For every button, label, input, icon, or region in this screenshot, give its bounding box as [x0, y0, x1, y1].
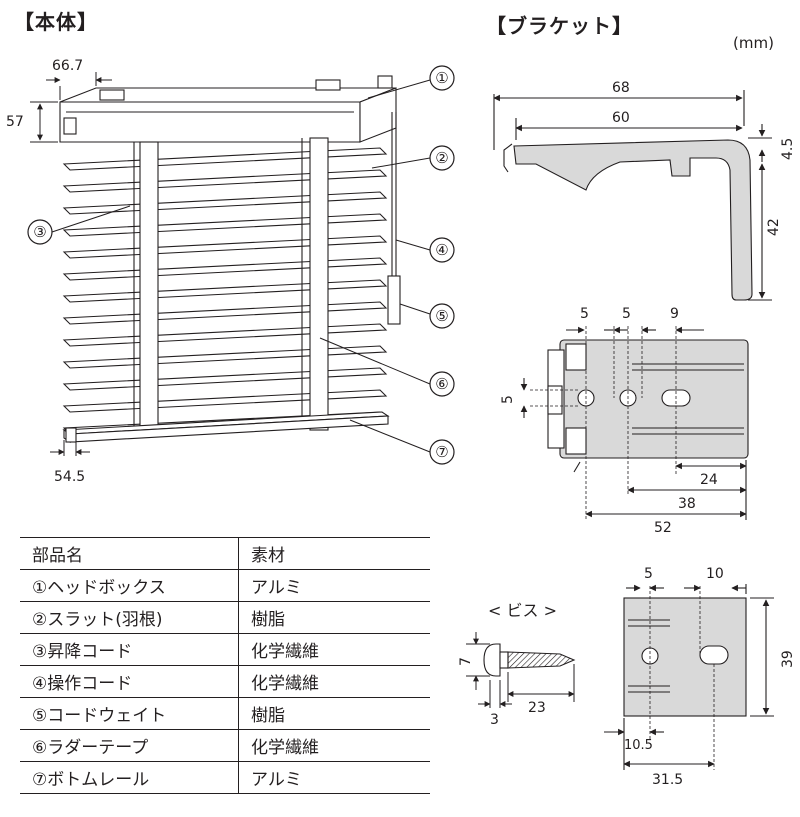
- bracket-top-view: [520, 326, 749, 520]
- headbox: [59, 75, 397, 143]
- part-name-cell: ⑦ボトムレール: [20, 761, 239, 794]
- callout-label-2: ②: [435, 149, 448, 167]
- table-row: ⑤コードウェイト樹脂: [20, 697, 430, 730]
- callout-label-7: ⑦: [435, 443, 448, 461]
- dim-top-5a: 5: [580, 306, 589, 322]
- slat: [62, 213, 388, 237]
- callout-7: [429, 439, 455, 465]
- slat: [62, 279, 388, 303]
- material-cell: 化学繊維: [238, 633, 430, 666]
- dim-plate-10-5: 10.5: [624, 738, 653, 753]
- part-name-cell: ②スラット(羽根): [20, 601, 239, 634]
- ladder-tapes: [139, 137, 329, 435]
- body-heading: 【本体】: [14, 10, 98, 34]
- screw-heading: < ビス >: [488, 601, 557, 620]
- callout-label-4: ④: [435, 241, 448, 259]
- dim-top-5b: 5: [622, 306, 631, 322]
- part-name-cell: ③昇降コード: [20, 633, 239, 666]
- callout-5: [429, 303, 455, 329]
- dim-top-38: 38: [678, 496, 696, 512]
- dim-plate-10: 10: [706, 566, 724, 582]
- dim-plate-39: 39: [780, 650, 796, 668]
- callout-2: [429, 145, 455, 171]
- blind-body-drawing: [59, 75, 401, 444]
- bracket-side-view: [493, 90, 772, 301]
- callout-6: [429, 371, 455, 397]
- callout-3: [27, 219, 53, 245]
- dim-60: 60: [612, 110, 630, 126]
- dim-top-52: 52: [654, 520, 672, 536]
- callout-4: [429, 237, 455, 263]
- callout-leaders: [51, 79, 431, 453]
- table-row: ①ヘッドボックスアルミ: [20, 569, 430, 602]
- dim-top-24: 24: [700, 472, 718, 488]
- slat: [62, 191, 388, 215]
- dim-screw-7: 7: [458, 657, 474, 666]
- slats-group: [62, 147, 388, 435]
- part-name-cell: ⑥ラダーテープ: [20, 729, 239, 762]
- dim-top-5v: 5: [500, 395, 516, 404]
- table-row: ②スラット(羽根)樹脂: [20, 601, 430, 634]
- bracket-heading: 【ブラケット】: [486, 14, 633, 38]
- material-cell: 化学繊維: [238, 665, 430, 698]
- slat: [62, 323, 388, 347]
- part-name-cell: ④操作コード: [20, 665, 239, 698]
- slat: [62, 389, 388, 413]
- dim-4-5: 4.5: [780, 138, 796, 160]
- slat: [62, 147, 388, 171]
- material-cell: アルミ: [238, 569, 430, 602]
- slat: [62, 169, 388, 193]
- slat: [62, 235, 388, 259]
- material-cell: 樹脂: [238, 601, 430, 634]
- unit-label: (mm): [733, 34, 774, 52]
- slat: [62, 367, 388, 391]
- part-name-cell: 部品名: [20, 537, 239, 570]
- dim-plate-31-5: 31.5: [652, 772, 683, 788]
- table-row: ⑥ラダーテープ化学繊維: [20, 729, 430, 762]
- callout-1: [429, 65, 455, 91]
- callout-label-3: ③: [33, 223, 46, 241]
- mounting-plate: [604, 584, 774, 770]
- slat: [62, 301, 388, 325]
- material-cell: 樹脂: [238, 697, 430, 730]
- screw-drawing: [466, 632, 576, 708]
- material-cell: アルミ: [238, 761, 430, 794]
- operating-cord: [387, 112, 401, 325]
- table-row: ④操作コード化学繊維: [20, 665, 430, 698]
- dim-screw-23: 23: [528, 700, 546, 716]
- slat: [62, 345, 388, 369]
- callout-label-5: ⑤: [435, 307, 448, 325]
- callout-label-1: ①: [435, 69, 448, 87]
- dim-42: 42: [766, 218, 782, 236]
- material-cell: 素材: [238, 537, 430, 570]
- table-row: ⑦ボトムレールアルミ: [20, 761, 430, 794]
- callout-circles: [27, 65, 455, 465]
- dim-top-9: 9: [670, 306, 679, 322]
- material-cell: 化学繊維: [238, 729, 430, 762]
- cord-weight: [387, 275, 401, 325]
- dim-57: 57: [6, 114, 24, 130]
- dim-66-7: 66.7: [52, 58, 83, 74]
- dim-screw-3: 3: [490, 712, 499, 728]
- part-name-cell: ⑤コードウェイト: [20, 697, 239, 730]
- dim-54-5: 54.5: [54, 469, 85, 485]
- dim-68: 68: [612, 80, 630, 96]
- bottom-rail: [62, 411, 390, 444]
- dim-plate-5: 5: [644, 566, 653, 582]
- body-dimension-lines: [30, 72, 112, 456]
- table-row: ③昇降コード化学繊維: [20, 633, 430, 666]
- callout-label-6: ⑥: [435, 375, 448, 393]
- slat: [62, 257, 388, 281]
- part-name-cell: ①ヘッドボックス: [20, 569, 239, 602]
- table-header-row: 部品名素材: [20, 537, 430, 570]
